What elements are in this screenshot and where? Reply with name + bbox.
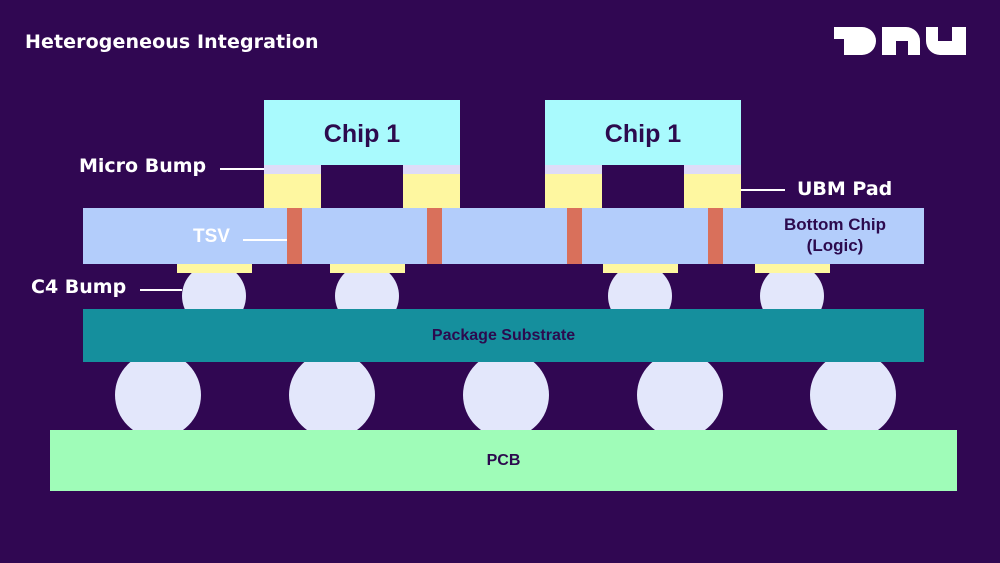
c4-pad xyxy=(603,264,678,273)
micro-bump-leader xyxy=(220,168,264,170)
bga-ball xyxy=(115,362,201,430)
dnn-logo-icon xyxy=(834,27,966,55)
top-chip-right: Chip 1 xyxy=(545,100,741,208)
chip-body: Chip 1 xyxy=(545,100,741,165)
ubm-pad-callout: UBM Pad xyxy=(797,178,893,200)
chip-label: Chip 1 xyxy=(604,120,682,148)
bottom-chip xyxy=(83,208,924,264)
tsv-leader xyxy=(243,239,287,241)
chip-body: Chip 1 xyxy=(264,100,460,165)
c4-pad xyxy=(330,264,405,273)
micro-bump-pad xyxy=(264,174,321,208)
pcb: PCB xyxy=(50,430,957,491)
chip-label: Chip 1 xyxy=(323,120,401,148)
underfill-gap xyxy=(321,165,403,208)
bottom-chip-subtitle: (Logic) xyxy=(806,236,864,255)
c4-bump-leader xyxy=(140,289,182,291)
package-substrate-label: Package Substrate xyxy=(431,327,576,344)
dnn-logo xyxy=(834,27,970,60)
micro-bump-callout: Micro Bump xyxy=(79,155,207,177)
package-substrate: Package Substrate xyxy=(83,309,924,362)
ubm-pad xyxy=(684,174,741,208)
tsv xyxy=(708,208,723,264)
c4-pad xyxy=(177,264,252,273)
tsv xyxy=(427,208,442,264)
page-title: Heterogeneous Integration xyxy=(25,31,319,53)
micro-bump-pad xyxy=(403,174,460,208)
bga-ball xyxy=(289,362,375,430)
bga-ball xyxy=(810,362,896,430)
tsv-callout: TSV xyxy=(193,226,230,247)
tsv xyxy=(287,208,302,264)
tsv xyxy=(567,208,582,264)
c4-bump-callout: C4 Bump xyxy=(31,276,127,298)
pcb-label: PCB xyxy=(486,452,521,469)
top-chip-left: Chip 1 xyxy=(264,100,460,208)
ubm-pad-leader xyxy=(741,189,785,191)
bottom-chip-title: Bottom Chip xyxy=(784,215,886,234)
underfill-gap xyxy=(602,165,684,208)
bottom-chip-label: Bottom Chip (Logic) xyxy=(760,214,910,256)
bga-ball xyxy=(463,362,549,430)
bga-ball xyxy=(637,362,723,430)
micro-bump-pad xyxy=(545,174,602,208)
c4-pad xyxy=(755,264,830,273)
